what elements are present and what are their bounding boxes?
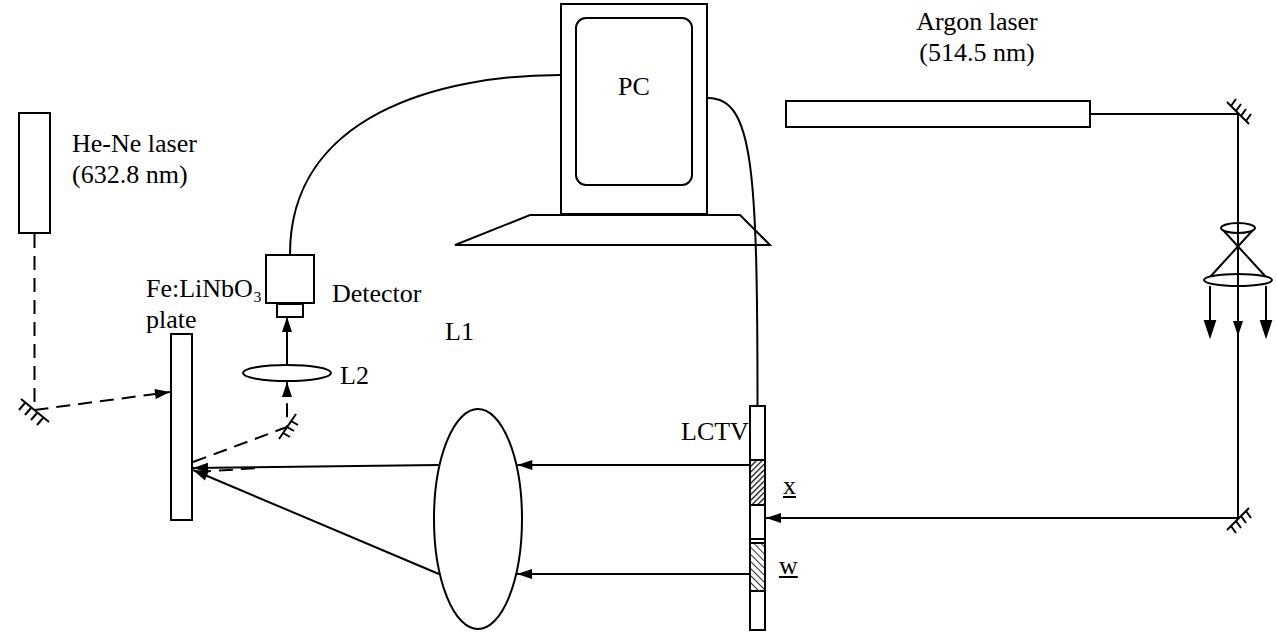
arrow-head bbox=[154, 389, 170, 399]
beam-connector bbox=[193, 463, 439, 574]
component-label: PC bbox=[560, 71, 708, 102]
mirror-hatch bbox=[1236, 104, 1241, 111]
lctv-window bbox=[750, 505, 765, 539]
arrow-head bbox=[1261, 321, 1271, 336]
mirror-hatch bbox=[31, 413, 37, 420]
detector-box: Detector bbox=[265, 254, 315, 304]
lctv-frame bbox=[750, 406, 765, 630]
mirror-hatch bbox=[1246, 114, 1251, 121]
mirror-hatch bbox=[1236, 521, 1241, 528]
arrow-head bbox=[1205, 321, 1215, 336]
component-label: L1 bbox=[445, 316, 495, 347]
beam-line bbox=[708, 98, 758, 405]
arrow-head bbox=[282, 382, 292, 397]
mirror-hatch bbox=[37, 418, 43, 425]
expanded-ray bbox=[1209, 286, 1211, 322]
beam-connector bbox=[282, 317, 292, 364]
mirror-hatch bbox=[291, 421, 298, 425]
expander-ray bbox=[1223, 230, 1266, 277]
lens-outline bbox=[243, 365, 331, 381]
monitor-housing bbox=[561, 4, 707, 214]
expanded-ray bbox=[1265, 286, 1267, 322]
beam-line bbox=[517, 464, 749, 466]
mirror-symbol bbox=[279, 414, 298, 439]
beam-connector bbox=[193, 382, 292, 462]
mirror-symbol bbox=[19, 399, 49, 425]
arrow-head bbox=[517, 460, 532, 470]
arrow-head bbox=[282, 317, 292, 332]
mirror-hatch bbox=[1246, 511, 1251, 518]
lctv-pattern-x bbox=[750, 460, 765, 505]
beam-line bbox=[193, 382, 287, 462]
crystal-plate: Fe:LiNbO₃ plate bbox=[170, 333, 193, 521]
mirror-hatch bbox=[1241, 516, 1246, 523]
mirror-hatch bbox=[1231, 526, 1236, 533]
lens: L1 bbox=[433, 408, 523, 630]
beam-line bbox=[193, 470, 439, 574]
arrow-head bbox=[517, 569, 532, 579]
arrow-head bbox=[193, 470, 209, 480]
lens-outline bbox=[433, 408, 523, 630]
lens: L2 bbox=[242, 364, 332, 382]
arrow-head bbox=[766, 513, 781, 523]
beam-connector bbox=[708, 98, 758, 405]
beam-connector bbox=[766, 114, 1238, 523]
mirror-hatch bbox=[1241, 109, 1246, 116]
laser-tube: Argon laser (514.5 nm) bbox=[785, 100, 1091, 128]
beam-line bbox=[193, 465, 439, 468]
lctv-pattern-w bbox=[750, 543, 765, 591]
detector-window bbox=[277, 304, 303, 317]
lens-outline bbox=[242, 364, 332, 382]
component-label: Detector bbox=[332, 278, 452, 309]
mirror-hatch bbox=[283, 433, 290, 437]
component-label: LCTV bbox=[681, 416, 747, 447]
monitor-base bbox=[455, 215, 770, 245]
beam-connector bbox=[290, 75, 560, 254]
computer-monitor-outline bbox=[560, 3, 708, 215]
beam-line bbox=[290, 75, 560, 254]
beam-line bbox=[766, 114, 1238, 518]
laser-tube: He-Ne laser (632.8 nm) bbox=[18, 112, 51, 234]
mirror-hatch bbox=[1231, 99, 1236, 106]
pattern-label: x bbox=[783, 472, 796, 501]
computer-monitor: PC bbox=[560, 3, 708, 215]
monitor-screen bbox=[576, 18, 692, 185]
lens-outline bbox=[434, 409, 522, 629]
lctv-panel-outline bbox=[749, 405, 766, 631]
pattern-label: w bbox=[779, 552, 798, 581]
mirror-hatch bbox=[25, 408, 31, 415]
lctv-panel: LCTV bbox=[749, 405, 766, 631]
component-label: Argon laser (514.5 nm) bbox=[892, 6, 1062, 68]
beam-line bbox=[517, 573, 749, 575]
beam-connector bbox=[517, 460, 749, 579]
mirror-hatch bbox=[287, 427, 294, 431]
expander-ray bbox=[1210, 230, 1253, 277]
component-label: Fe:LiNbO₃ plate bbox=[146, 273, 278, 335]
component-label: L2 bbox=[340, 360, 390, 391]
component-label: He-Ne laser (632.8 nm) bbox=[72, 128, 240, 190]
mirror-hatch bbox=[19, 403, 25, 410]
